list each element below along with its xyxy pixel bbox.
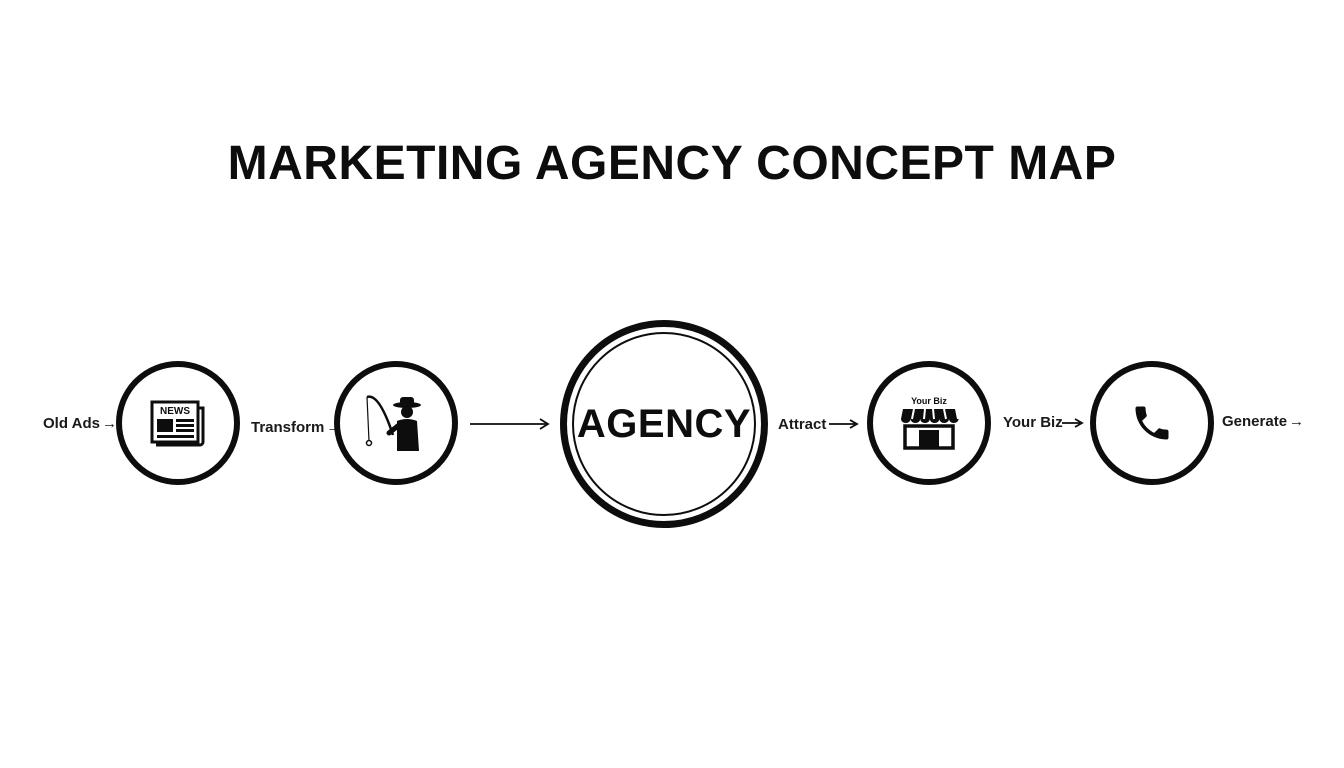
newspaper-text: NEWS [160, 406, 190, 417]
storefront-text: Your Biz [911, 396, 947, 406]
node-transform [334, 361, 458, 485]
edge-label-generate: Generate→ [1222, 413, 1304, 431]
edge-text: Transform [251, 419, 325, 436]
edge-label-your-biz: Your Biz [1003, 414, 1063, 432]
edge-label-attract: Attract [778, 416, 826, 434]
arrow-icon: → [1289, 413, 1305, 430]
edge-label-old-ads: Old Ads→ [43, 415, 117, 433]
arrow-icon [829, 419, 859, 429]
arrow-icon [1062, 418, 1084, 428]
connector-arrow-icon [470, 418, 550, 430]
node-your-biz: Your Biz [867, 361, 991, 485]
storefront-icon: Your Biz [899, 395, 959, 451]
inner-ring [572, 332, 756, 516]
page-title: MARKETING AGENCY CONCEPT MAP [227, 137, 1117, 190]
newspaper-icon: NEWS [148, 399, 208, 447]
node-agency: AGENCY [560, 320, 768, 528]
fisherman-icon [363, 391, 429, 455]
agency-label: AGENCY [576, 401, 752, 446]
edge-text: Attract [778, 416, 827, 433]
arrow-icon: → [101, 415, 117, 432]
edge-label-transform: Transform→ [251, 419, 341, 437]
node-old-ads: NEWS [116, 361, 240, 485]
edge-text: Old Ads [43, 415, 100, 432]
node-generate [1090, 361, 1214, 485]
edge-text: Your Biz [1003, 414, 1063, 431]
phone-icon [1130, 401, 1174, 445]
edge-text: Generate [1222, 413, 1288, 430]
